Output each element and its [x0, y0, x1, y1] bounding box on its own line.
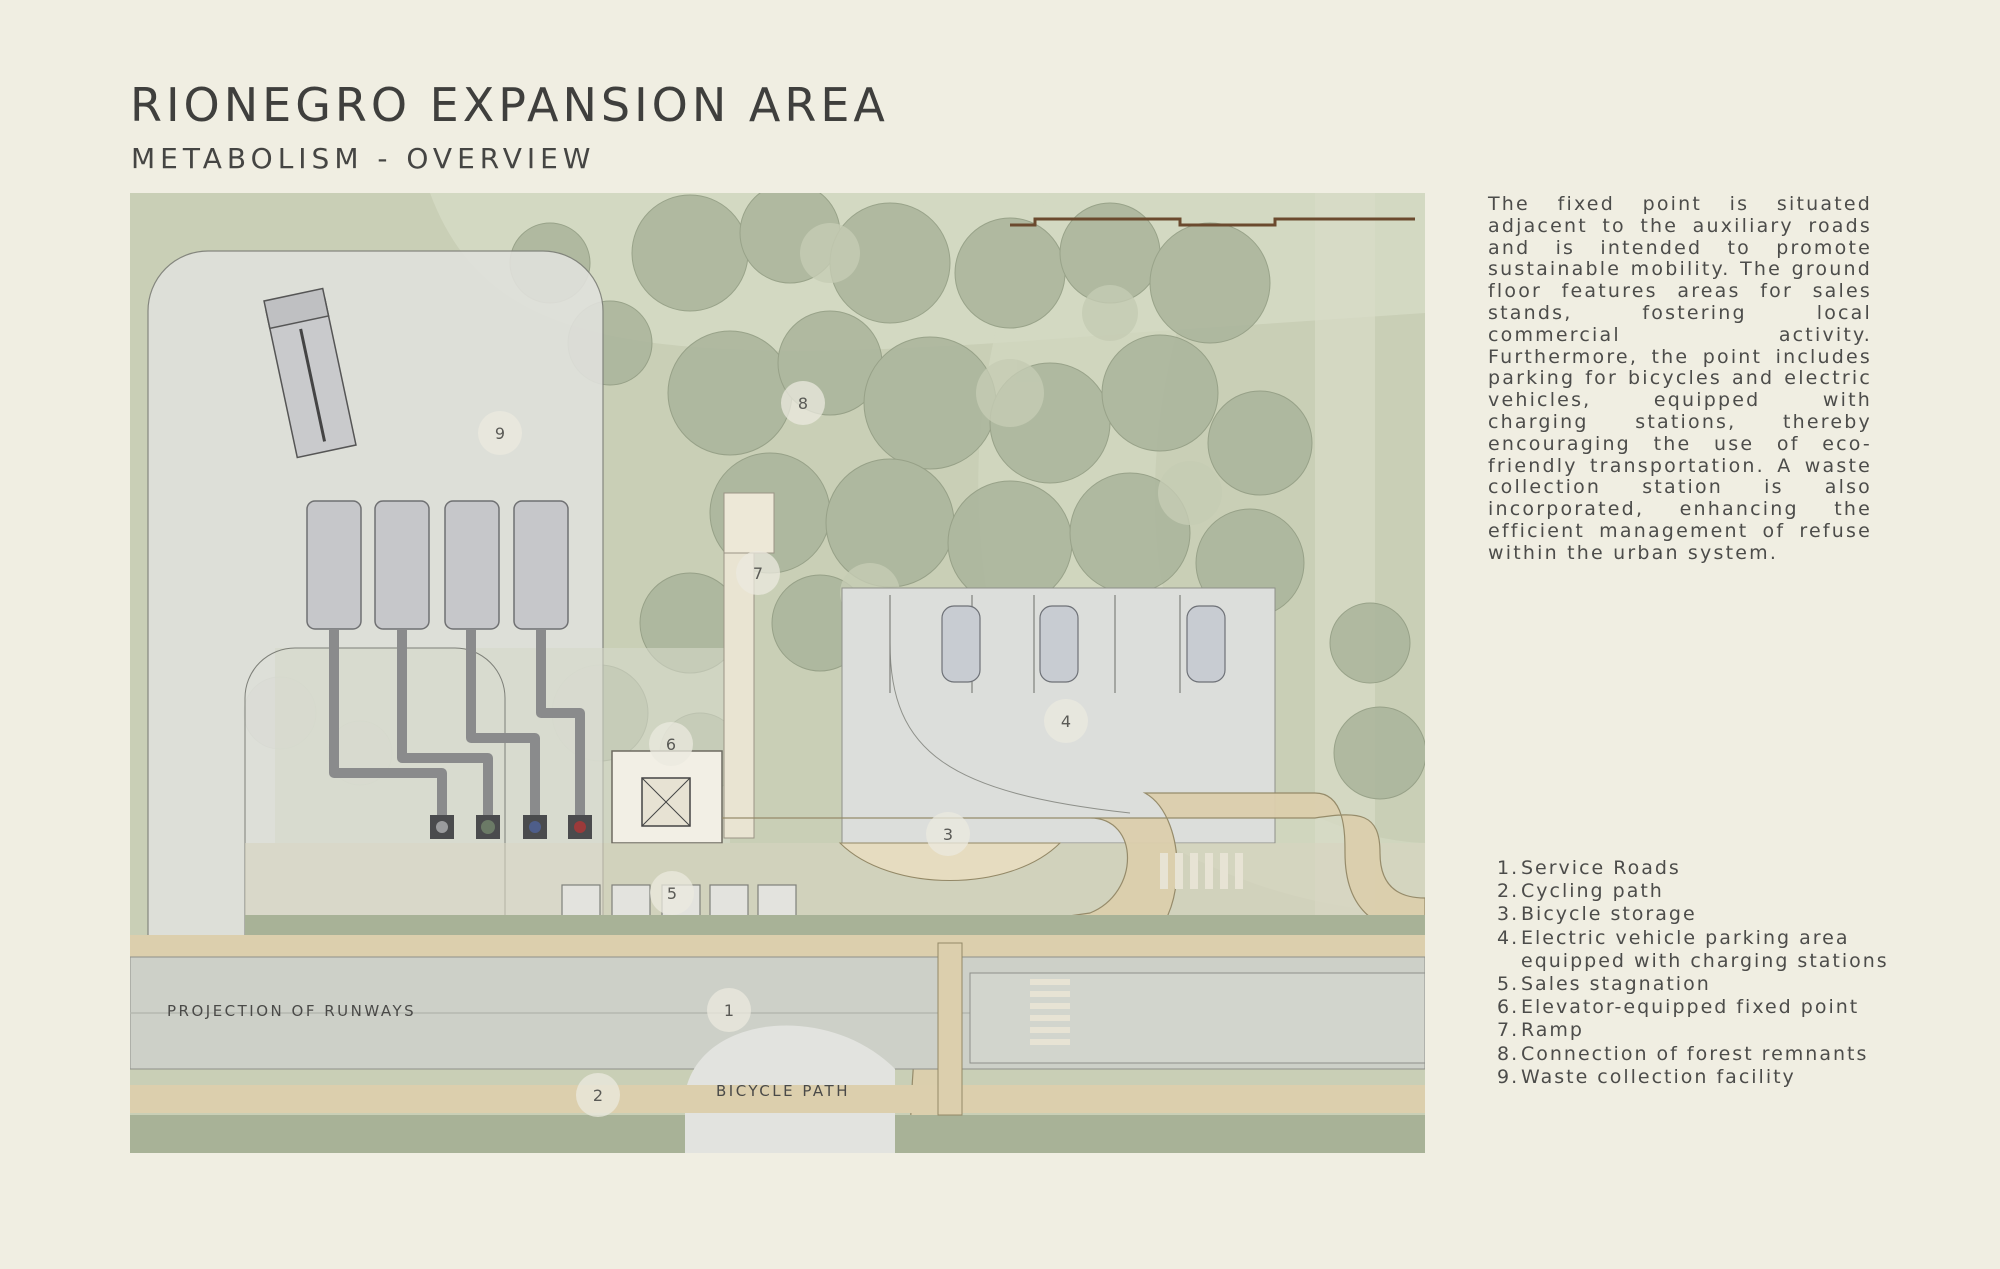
marker-5: 5: [650, 871, 694, 915]
svg-text:2: 2: [593, 1086, 603, 1105]
svg-text:7: 7: [753, 564, 763, 583]
bicycle-storage-dip: [838, 842, 1062, 881]
svg-text:3: 3: [943, 825, 953, 844]
garbage-truck: [263, 287, 357, 459]
marker-9: 9: [478, 411, 522, 455]
svg-text:1: 1: [724, 1001, 734, 1020]
legend-item: 5.Sales stagnation: [1497, 973, 1711, 996]
bicycle-path-label: BICYCLE PATH: [716, 1082, 850, 1100]
plan-markers: 1 2 3 4 5 6 7 8 9: [478, 381, 1088, 1117]
svg-text:6: 6: [666, 735, 676, 754]
marker-4: 4: [1044, 699, 1088, 743]
legend-item: 7.Ramp: [1497, 1019, 1584, 1042]
marker-2: 2: [576, 1073, 620, 1117]
top-edge-line: [1010, 217, 1415, 227]
crosswalk-road: [1030, 979, 1070, 1045]
parked-cars: [941, 605, 1226, 683]
crosswalk-east: [1160, 853, 1243, 889]
waste-pipes: [329, 629, 585, 819]
cycling-path-upper: [130, 935, 1425, 957]
cycling-path-link: [937, 942, 963, 1116]
ramp-top: [723, 492, 775, 554]
svg-text:8: 8: [798, 394, 808, 413]
marker-1: 1: [707, 988, 751, 1032]
legend-item: 3.Bicycle storage: [1497, 903, 1697, 926]
svg-text:4: 4: [1061, 712, 1071, 731]
page-title: RIONEGRO EXPANSION AREA: [130, 78, 889, 132]
waste-containers: [306, 500, 569, 630]
hedge-row-north: [245, 915, 1425, 935]
site-plan-drawing: PROJECTION OF RUNWAYS BICYCLE PATH 1 2 3…: [130, 193, 1425, 1153]
plan-legend: 1.Service Roads 2.Cycling path 3.Bicycle…: [1497, 857, 1897, 1089]
project-description: The fixed point is situated adjacent to …: [1488, 193, 1872, 564]
legend-item: 9.Waste collection facility: [1497, 1065, 1796, 1088]
page-subtitle: METABOLISM - OVERVIEW: [131, 142, 596, 175]
legend-item: 8.Connection of forest remnants: [1497, 1042, 1869, 1065]
svg-text:5: 5: [667, 884, 677, 903]
runways-label: PROJECTION OF RUNWAYS: [167, 1002, 416, 1020]
tree-canopy-highlights: [800, 223, 1222, 623]
svg-text:9: 9: [495, 424, 505, 443]
marker-3: 3: [926, 812, 970, 856]
legend-item: 6.Elevator-equipped fixed point: [1497, 996, 1860, 1019]
parking-access-curve: [889, 642, 1131, 814]
legend-item: 4.Electric vehicle parking area equipped…: [1497, 926, 1889, 972]
sales-stands: [561, 884, 797, 918]
legend-item: 1.Service Roads: [1497, 857, 1681, 879]
legend-item: 2.Cycling path: [1497, 880, 1664, 903]
cycling-path-lower: [130, 1085, 1425, 1113]
site-plan: PROJECTION OF RUNWAYS BICYCLE PATH 1 2 3…: [130, 193, 1425, 1153]
marker-6: 6: [649, 722, 693, 766]
marker-7: 7: [736, 551, 780, 595]
waste-inlets: [430, 815, 592, 839]
sales-strip: [245, 843, 1425, 923]
marker-8: 8: [781, 381, 825, 425]
